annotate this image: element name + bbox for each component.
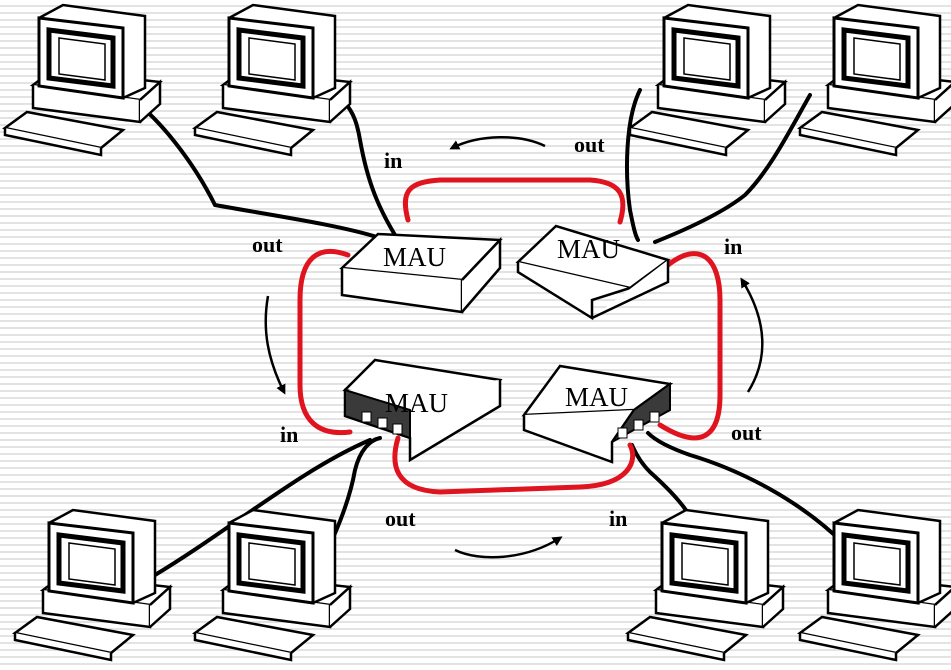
label-top-in: in [384, 148, 402, 173]
mau-label: MAU [383, 242, 446, 272]
port-labels: in out out in in out out in [252, 132, 762, 531]
cable-pc5-mau3 [153, 438, 372, 577]
ring-bottom [392, 435, 636, 495]
computer-icon [15, 510, 170, 660]
cable-pc8-mau4 [646, 431, 847, 547]
mau-label: MAU [565, 382, 628, 412]
computer-icon [800, 510, 951, 660]
mau-top-left: MAU [339, 232, 503, 314]
label-bottom-in: in [609, 506, 627, 531]
ring-left [297, 248, 353, 436]
cable-pc4-mau2 [653, 93, 812, 244]
mau-label: MAU [557, 234, 620, 264]
curved-arrow-icon [454, 536, 563, 559]
curved-arrow-icon [740, 277, 764, 393]
computer-icon [800, 5, 951, 155]
computer-icon [630, 5, 785, 155]
ring [297, 177, 723, 495]
mau-top-right: MAU [515, 224, 671, 321]
mau-label: MAU [385, 388, 448, 418]
computer-icon [628, 510, 783, 660]
direction-arrows [264, 136, 764, 559]
ring-right [657, 251, 723, 441]
mau-bottom-left: MAU [342, 358, 503, 463]
ring-top [402, 177, 626, 225]
label-right-out: out [731, 420, 762, 445]
cable-pc3-mau2 [625, 88, 642, 242]
label-left-out: out [252, 232, 283, 257]
curved-arrow-icon [449, 136, 546, 150]
computer-icon [5, 5, 160, 155]
curved-arrow-icon [264, 295, 286, 395]
computer-icon [195, 5, 350, 155]
label-right-in: in [724, 234, 742, 259]
label-top-out: out [574, 132, 605, 157]
label-left-in: in [280, 422, 298, 447]
cable-pc1-mau1 [108, 83, 382, 240]
mau-bottom-right: MAU [521, 364, 674, 464]
label-bottom-out: out [385, 506, 416, 531]
